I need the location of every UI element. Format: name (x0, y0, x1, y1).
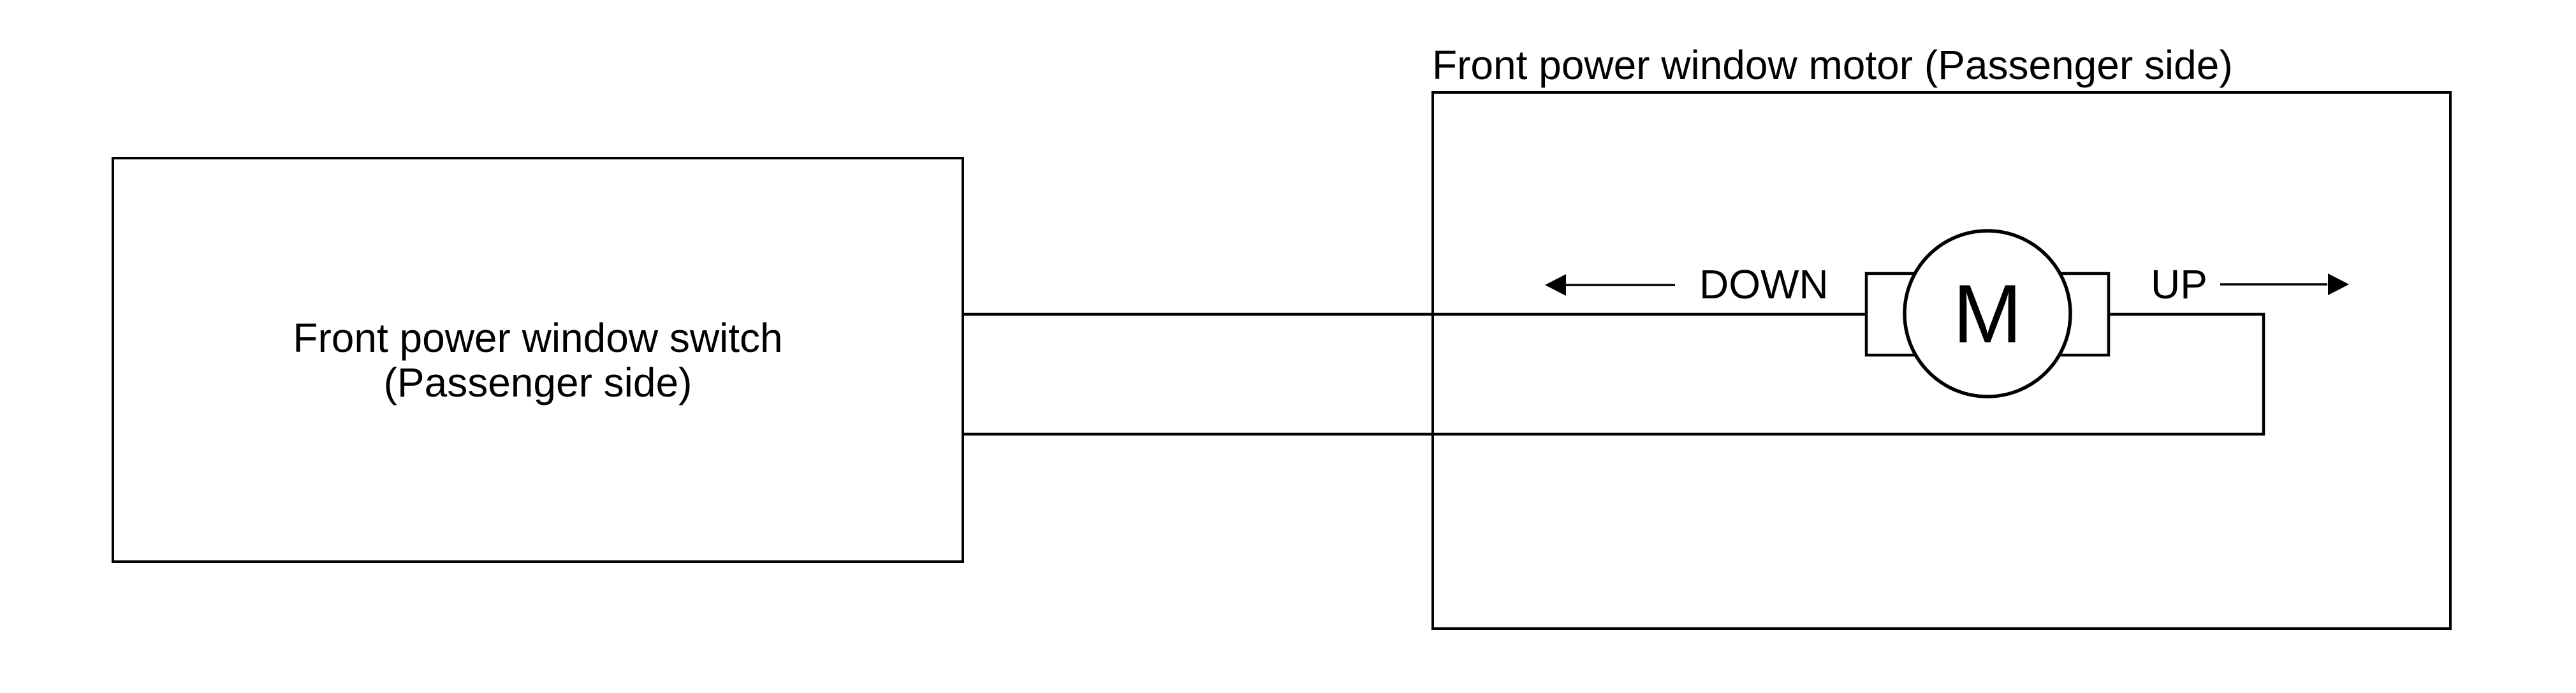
up-label: UP (2151, 261, 2207, 307)
motor-box-title: Front power window motor (Passenger side… (1432, 42, 2233, 88)
motor-symbol-letter: M (1952, 267, 2023, 360)
wire-return (964, 312, 2265, 436)
left-arrow-icon (1545, 274, 1566, 296)
motor-circle (1903, 229, 2072, 398)
switch-box-label-line2: (Passenger side) (383, 359, 692, 405)
switch-box: Front power window switch (Passenger sid… (112, 157, 964, 563)
down-label: DOWN (1699, 261, 1829, 307)
switch-box-label: Front power window switch (Passenger sid… (293, 316, 782, 405)
switch-box-label-line1: Front power window switch (293, 314, 783, 361)
right-arrow-icon (2328, 274, 2349, 295)
